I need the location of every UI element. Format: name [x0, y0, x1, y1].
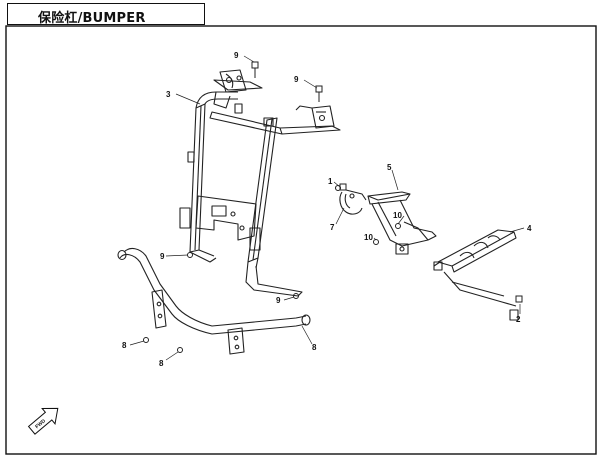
bolt-1 — [339, 183, 347, 191]
callout-8-left: 8 — [122, 341, 127, 350]
callout-4: 4 — [527, 224, 532, 233]
frame-assembly-part-3 — [179, 69, 341, 297]
callout-8-right: 8 — [312, 343, 317, 352]
fasteners — [143, 61, 523, 353]
nut-9-lower — [293, 293, 299, 299]
nut-9-left — [187, 252, 193, 258]
fwd-arrow-icon: FWD — [27, 407, 59, 435]
bolt-9-top — [251, 61, 259, 69]
title-box: 保险杠/BUMPER — [7, 3, 205, 26]
nut-8-mid — [177, 347, 183, 353]
bolt-2 — [515, 295, 523, 303]
callout-9-top: 9 — [234, 51, 239, 60]
callout-9-right: 9 — [294, 75, 299, 84]
callout-7: 7 — [330, 223, 335, 232]
callout-2: 2 — [516, 315, 521, 324]
callout-8-mid: 8 — [159, 359, 164, 368]
callout-5: 5 — [387, 163, 392, 172]
callout-3: 3 — [166, 90, 171, 99]
nut-10-lower — [373, 239, 379, 245]
nut-8-left — [143, 337, 149, 343]
leader-lines — [129, 55, 525, 361]
drawing-border — [5, 25, 597, 455]
front-bumper-tube — [117, 247, 311, 355]
bracket-part-4 — [433, 229, 519, 321]
callout-9-left: 9 — [160, 252, 165, 261]
callout-10-upper: 10 — [393, 211, 402, 220]
bolt-9-right — [315, 85, 323, 93]
nut-10-upper — [395, 223, 401, 229]
callout-1: 1 — [328, 177, 333, 186]
page-title: 保险杠/BUMPER — [38, 11, 146, 26]
bracket-part-5 — [334, 184, 437, 255]
callout-9-lower: 9 — [276, 296, 281, 305]
callout-10-lower: 10 — [364, 233, 373, 242]
